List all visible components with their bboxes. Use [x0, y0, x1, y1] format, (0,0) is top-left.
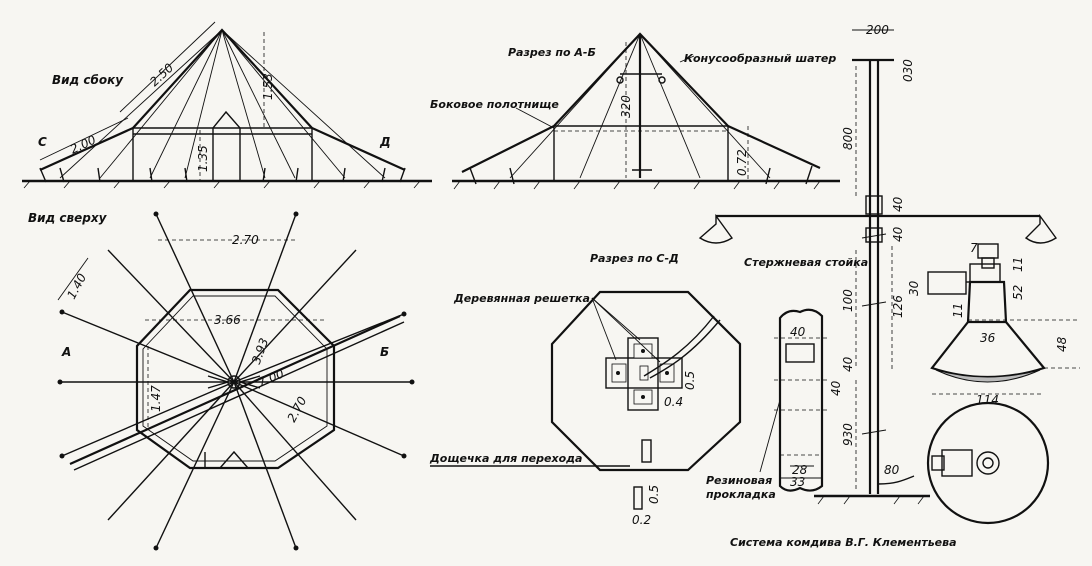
lamp-dim-11b: 11: [951, 303, 965, 318]
pole-dim-40c: 40: [841, 356, 855, 372]
top-dim-side: 1.47: [149, 385, 163, 412]
joint-dim-40t: 40: [790, 325, 806, 339]
pole-assembly: 200 030 800 40 40 Стержневая стойка 100 …: [698, 23, 1058, 505]
lamp-dim-30: 30: [907, 280, 921, 296]
top-letter-a: А: [61, 345, 71, 359]
top-dim-width: 3.66: [214, 313, 241, 327]
pipe-joint: 40 40 28 33 Резиновая прокладка: [706, 308, 843, 501]
section-cd-dim-a: 0.5: [683, 371, 697, 390]
gasket-label-2: прокладка: [706, 488, 776, 501]
joint-dim-40s: 40: [829, 380, 843, 396]
top-view-ropes: [60, 213, 412, 549]
pole-dim-930: 930: [841, 423, 855, 446]
top-view-title: Вид сверху: [28, 211, 108, 225]
side-dim-height: 1.53: [261, 73, 275, 100]
drawing-caption: Система комдива В.Г. Клементьева: [730, 536, 957, 549]
pole-dim-40b: 40: [891, 226, 905, 242]
side-view: Вид сбоку С Д 2.50 2.00 1.53 1.35: [22, 21, 432, 189]
grid-label: Деревянная решетка: [453, 292, 590, 305]
section-cd-dim-b: 0.4: [664, 395, 683, 409]
joint-dim-33: 33: [790, 475, 805, 489]
pole-dim-80: 80: [884, 463, 900, 477]
lamp-detail: 7 11 30 52 11 36 48 114: [907, 241, 1080, 525]
lamp-dim-11: 11: [1011, 257, 1025, 272]
side-letter-d: Д: [379, 135, 391, 149]
pole-dim-126: 126: [891, 295, 905, 318]
section-cd-dim-c: 0.5: [647, 485, 661, 504]
side-view-title: Вид сбоку: [52, 73, 124, 87]
lamp-dim-52: 52: [1011, 285, 1025, 300]
section-ab-title: Разрез по А-Б: [508, 46, 596, 59]
side-dim-wall: 2.00: [68, 132, 98, 156]
pole-dim-100: 100: [841, 289, 855, 312]
lamp-dim-114: 114: [976, 393, 999, 407]
section-cd: Разрез по С-Д Деревянная решетка Дощечка…: [429, 252, 742, 527]
pole-label: Стержневая стойка: [744, 256, 868, 269]
top-dim-diag: 3.93: [249, 336, 271, 366]
top-dim-inner: 2.70: [285, 394, 310, 424]
side-letter-c: С: [38, 135, 47, 149]
section-cd-dim-d: 0.2: [632, 513, 651, 527]
top-dim-peg: 1.40: [64, 271, 89, 301]
section-cd-title: Разрез по С-Д: [590, 252, 679, 265]
roof-label: Конусообразный шатер: [684, 52, 836, 65]
pole-dim-top: 200: [866, 23, 889, 37]
joint-dim-28: 28: [792, 463, 808, 477]
section-ab-dim-h: 320: [619, 95, 633, 118]
pole-dim-40a: 40: [891, 196, 905, 212]
top-letter-b: Б: [380, 345, 389, 359]
top-dim-span: 2.70: [232, 233, 259, 247]
lamp-dim-7: 7: [970, 241, 978, 255]
pole-dim-800: 800: [841, 127, 855, 150]
plank-label: Дощечка для перехода: [429, 452, 582, 465]
lamp-dim-36: 36: [980, 331, 996, 345]
lamp-dim-48: 48: [1055, 336, 1069, 352]
side-dim-door: 1.35: [196, 145, 210, 172]
pole-dim-30: 030: [901, 59, 915, 82]
gasket-label-1: Резиновая: [706, 474, 772, 487]
top-dim-pole: 7.00: [256, 366, 286, 389]
section-ab: Разрез по А-Б Конусообразный шатер Боков…: [430, 32, 840, 190]
section-ab-dim-w: 0.72: [735, 149, 749, 176]
top-view: Вид сверху 2.70 1.40 3.66 3.93 1.47 7.00…: [28, 211, 415, 551]
wall-label: Боковое полотнище: [430, 98, 559, 111]
